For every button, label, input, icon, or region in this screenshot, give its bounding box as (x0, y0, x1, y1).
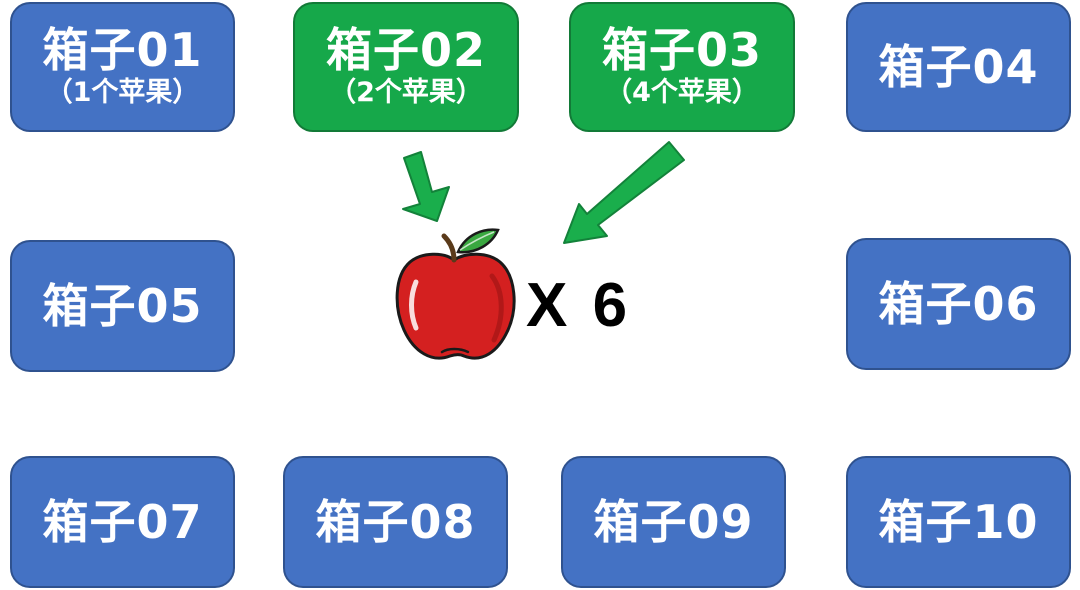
apple-total-label: X 6 (526, 270, 631, 341)
arrow-icon (403, 152, 449, 221)
apple-icon (388, 222, 524, 368)
arrow-icon (564, 142, 684, 243)
